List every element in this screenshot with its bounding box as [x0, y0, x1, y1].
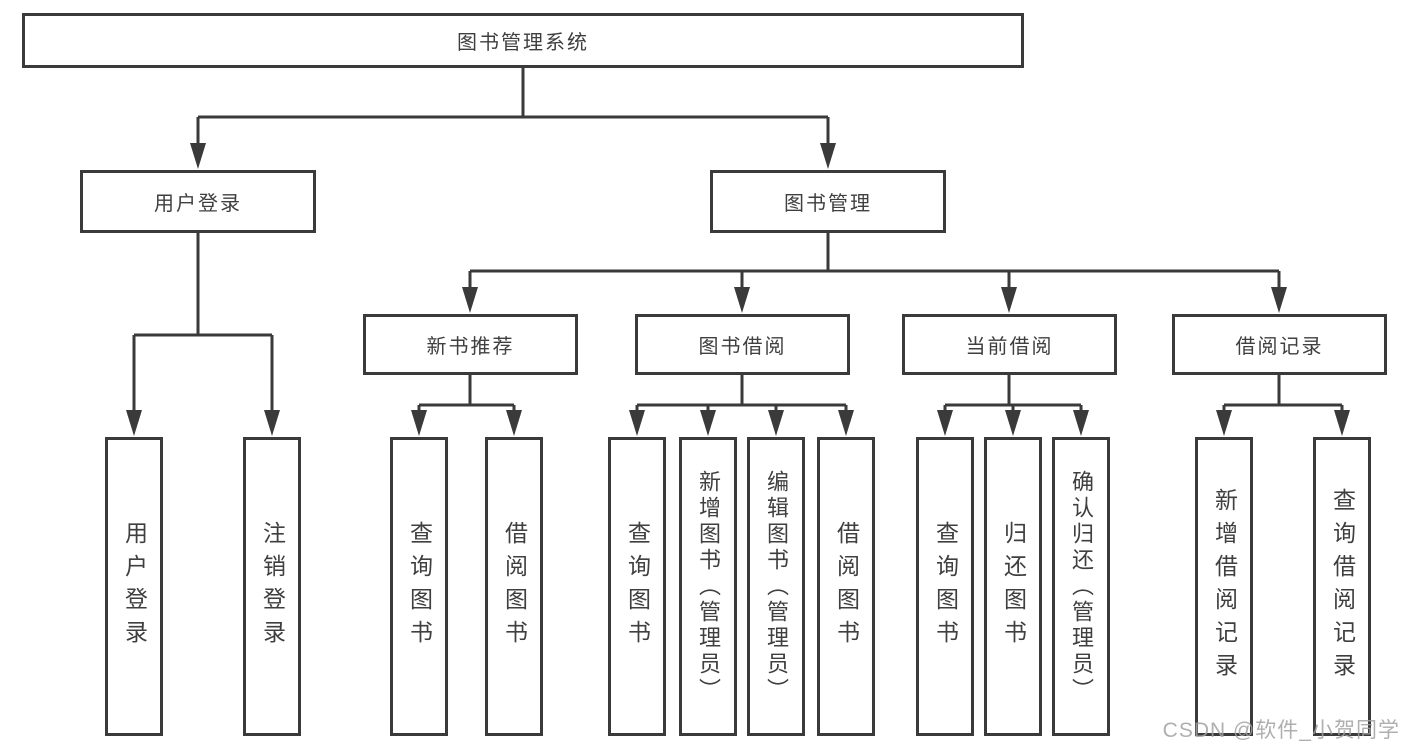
arrowhead-icon [190, 143, 206, 169]
leaf-label: 新增图书（管理员） [696, 469, 721, 704]
node-label: 新书推荐 [426, 336, 515, 358]
arrowhead-icon [700, 410, 716, 436]
csdn-watermark: CSDN @软件_小贺同学 [1162, 719, 1400, 742]
arrowhead-icon [1005, 410, 1021, 436]
connector-current-borrow-to-leaves [943, 375, 1083, 415]
leaf-label: 查询图书 [932, 520, 959, 653]
leaf-edit-books-admin: 编辑图书（管理员） [747, 437, 805, 736]
node-book-borrowing: 图书借阅 [635, 314, 850, 375]
arrowhead-icon [1271, 287, 1287, 313]
arrowhead-icon [838, 410, 854, 436]
leaf-label: 注销登录 [259, 520, 286, 653]
node-root: 图书管理系统 [22, 13, 1024, 68]
leaf-return-books: 归还图书 [984, 437, 1042, 736]
arrowhead-icon [411, 410, 427, 436]
leaf-label: 新增借阅记录 [1211, 487, 1238, 686]
leaf-query-books-3: 查询图书 [916, 437, 974, 736]
leaf-add-books-admin: 新增图书（管理员） [679, 437, 737, 736]
arrowhead-icon [768, 410, 784, 436]
connector-book-borrow-to-leaves [635, 375, 848, 415]
node-book-management: 图书管理 [710, 170, 946, 233]
node-label: 图书管理 [784, 193, 872, 215]
leaf-query-books-1: 查询图书 [390, 437, 448, 736]
leaf-label: 编辑图书（管理员） [764, 469, 789, 704]
leaf-label: 确认归还（管理员） [1069, 469, 1094, 704]
arrowhead-icon [937, 410, 953, 436]
node-user-login-branch: 用户登录 [80, 170, 316, 233]
leaf-query-borrow-record: 查询借阅记录 [1313, 437, 1371, 736]
node-label: 图书借阅 [698, 336, 787, 358]
leaf-add-borrow-record: 新增借阅记录 [1195, 437, 1253, 736]
connector-records-to-leaves [1222, 375, 1344, 415]
leaf-label: 归还图书 [1000, 520, 1027, 653]
arrowhead-icon [1073, 410, 1089, 436]
leaf-query-books-2: 查询图书 [608, 437, 666, 736]
leaf-label: 查询图书 [406, 520, 433, 653]
leaf-label: 用户登录 [121, 520, 148, 653]
node-label: 借阅记录 [1235, 336, 1324, 358]
arrowhead-icon [462, 287, 478, 313]
node-borrowing-records: 借阅记录 [1172, 314, 1387, 375]
arrowhead-icon [506, 410, 522, 436]
arrowhead-icon [734, 287, 750, 313]
leaf-confirm-return-admin: 确认归还（管理员） [1052, 437, 1110, 736]
leaf-label: 查询借阅记录 [1329, 487, 1356, 686]
node-label: 当前借阅 [965, 336, 1054, 358]
leaf-label: 借阅图书 [501, 520, 528, 653]
connector-new-book-to-leaves [417, 375, 516, 415]
arrowhead-icon [820, 143, 836, 169]
arrowhead-icon [1216, 410, 1232, 436]
connector-root-to-level1 [196, 68, 830, 148]
node-root-label: 图书管理系统 [457, 32, 589, 54]
leaf-borrow-books-2: 借阅图书 [817, 437, 875, 736]
node-label: 用户登录 [154, 193, 242, 215]
node-new-book-recommend: 新书推荐 [363, 314, 578, 375]
leaf-label: 查询图书 [624, 520, 651, 653]
leaf-label: 借阅图书 [833, 520, 860, 653]
arrowhead-icon [126, 410, 142, 436]
node-current-borrowing: 当前借阅 [902, 314, 1117, 375]
connector-book-mgmt-to-level2 [468, 233, 1281, 292]
arrowhead-icon [1001, 287, 1017, 313]
leaf-borrow-books-1: 借阅图书 [485, 437, 543, 736]
arrowhead-icon [629, 410, 645, 436]
connector-user-login-to-leaves [132, 233, 274, 412]
arrowhead-icon [1334, 410, 1350, 436]
leaf-logout: 注销登录 [243, 437, 301, 736]
leaf-user-login: 用户登录 [105, 437, 163, 736]
arrowhead-icon [264, 410, 280, 436]
